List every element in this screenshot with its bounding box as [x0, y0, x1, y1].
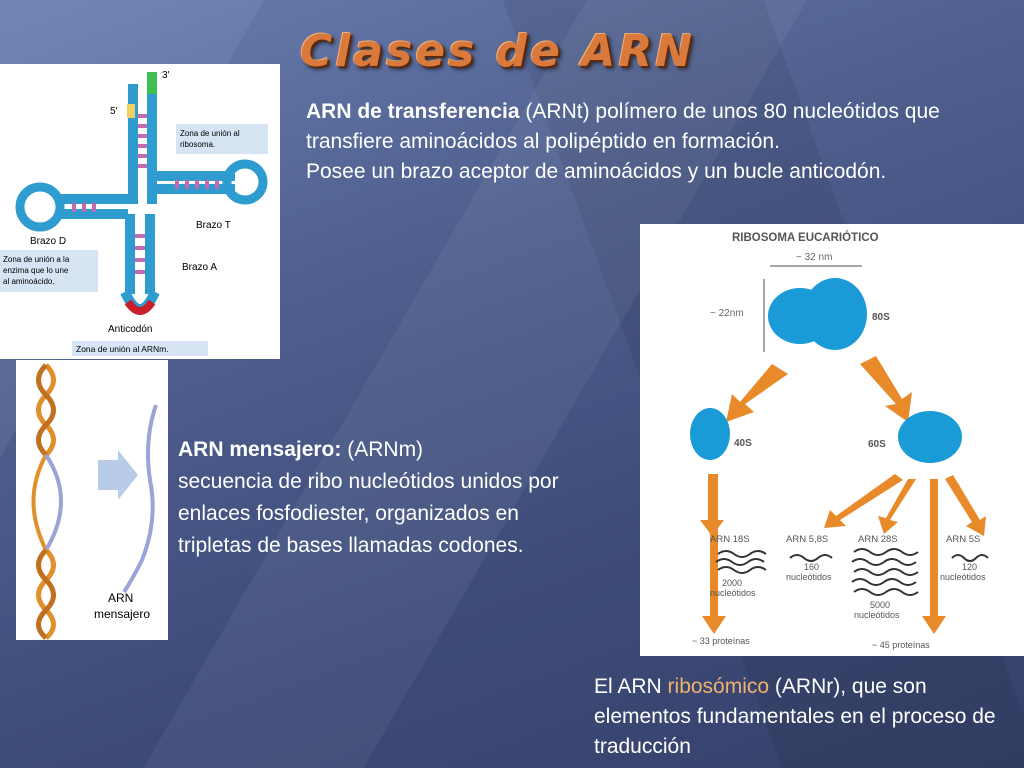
squiggle-5s — [951, 554, 989, 562]
arrow-to-45-proteins — [922, 479, 946, 634]
end-3-label: 3' — [162, 70, 170, 81]
mrna-diagram-label-2: mensajero — [94, 607, 150, 621]
ribosome-title: RIBOSOMA EUCARIÓTICO — [732, 231, 879, 244]
trna-cloverleaf: 3' 5' Zona de unión al ribosoma. Brazo T… — [0, 70, 268, 356]
acc-end — [147, 72, 157, 94]
enzyme-zone-box — [0, 250, 98, 292]
arrow-to-60s — [860, 356, 912, 422]
mrna-diagram: ARN mensajero — [16, 360, 168, 640]
ribosome-figure: RIBOSOMA EUCARIÓTICO ~ 32 nm ~ 22nm 80S … — [690, 231, 989, 650]
mrna-diagram-label-1: ARN — [108, 591, 133, 605]
anticodon-label: Anticodón — [108, 324, 152, 335]
label-arn-28s: ARN 28S — [858, 534, 898, 545]
arrow-icon — [98, 450, 138, 500]
anticodon-loop — [124, 299, 156, 315]
mrna-heading: ARN mensajero: — [178, 438, 342, 461]
proteins-45: ~ 45 proteínas — [872, 640, 930, 650]
label-arn-18s: ARN 18S — [710, 534, 750, 545]
arrow-to-33-proteins — [702, 474, 726, 634]
n5-num: 120 — [962, 562, 977, 572]
ribosome-zone-label-2: ribosoma. — [180, 140, 215, 149]
label-40s: 40S — [734, 438, 752, 449]
squiggle-28s — [851, 548, 919, 596]
arrow-to-28s — [878, 479, 916, 534]
label-arn-5s: ARN 5S — [946, 534, 980, 545]
end-5-label: 5' — [110, 106, 118, 117]
trna-diagram: 3' 5' Zona de unión al ribosoma. Brazo T… — [0, 64, 280, 359]
proteins-33: ~ 33 proteínas — [692, 636, 750, 646]
arrow-to-40s — [726, 364, 788, 422]
mrna-helix: ARN mensajero — [31, 363, 158, 640]
mrna-abbr: (ARNm) — [347, 438, 424, 461]
rrna-text: El ARN ribosómico (ARNr), que son elemen… — [594, 672, 1014, 762]
trna-desc-2: Posee un brazo aceptor de aminoácidos y … — [306, 160, 887, 183]
mrna-text: ARN mensajero: (ARNm) secuencia de ribo … — [178, 434, 578, 562]
ribosome-80s-large — [803, 278, 867, 350]
ribosome-40s — [690, 408, 730, 460]
rrna-prefix: El ARN — [594, 675, 668, 698]
enzyme-zone-label-1: Zona de unión a la — [3, 255, 70, 264]
trna-abbr: (ARNt) — [525, 100, 590, 123]
n5-word: nucleótidos — [940, 572, 986, 582]
ribosome-zone-box — [176, 124, 268, 154]
rrna-highlight: ribosómico — [667, 675, 770, 698]
ribosome-60s — [898, 411, 962, 463]
trna-heading: ARN de transferencia — [306, 100, 520, 123]
ribosome-diagram: RIBOSOMA EUCARIÓTICO ~ 32 nm ~ 22nm 80S … — [640, 224, 1024, 656]
n58-num: 160 — [804, 562, 819, 572]
slide-title: Clases de ARN — [300, 26, 696, 77]
mrna-zone-label: Zona de unión al ARNm. — [76, 344, 169, 354]
n58-word: nucleótidos — [786, 572, 832, 582]
squiggle-18s — [715, 550, 767, 574]
enzyme-zone-label-2: enzima que lo une — [3, 266, 69, 275]
label-80s: 80S — [872, 312, 890, 323]
label-arn-58s: ARN 5,8S — [786, 534, 828, 545]
height-label: ~ 22nm — [710, 308, 744, 319]
arm-d-label: Brazo D — [30, 236, 66, 247]
n28-num: 5000 — [870, 600, 890, 610]
trna-desc-1: polímero de unos 80 nucleótidos que tran… — [306, 100, 940, 153]
label-60s: 60S — [868, 439, 886, 450]
arrow-to-58s — [824, 474, 903, 528]
trna-text: ARN de transferencia (ARNt) polímero de … — [306, 97, 966, 187]
n28-word: nucleótidos — [854, 610, 900, 620]
n18-num: 2000 — [722, 578, 742, 588]
squiggle-58s — [789, 554, 833, 562]
mrna-zone-box — [72, 341, 208, 356]
ribosome-zone-label-1: Zona de unión al — [180, 129, 240, 138]
arrow-to-5s — [945, 475, 986, 536]
n18-word: nucleótidos — [710, 588, 756, 598]
arm-a-label: Brazo A — [182, 262, 217, 273]
enzyme-zone-label-3: al aminoácido. — [3, 277, 55, 286]
width-label: ~ 32 nm — [796, 252, 832, 263]
rrna-suffix: (ARNr), que son elementos fundamentales … — [594, 675, 996, 758]
mrna-desc: secuencia de ribo nucleótidos unidos por… — [178, 470, 559, 557]
arm-t-label: Brazo T — [196, 220, 231, 231]
